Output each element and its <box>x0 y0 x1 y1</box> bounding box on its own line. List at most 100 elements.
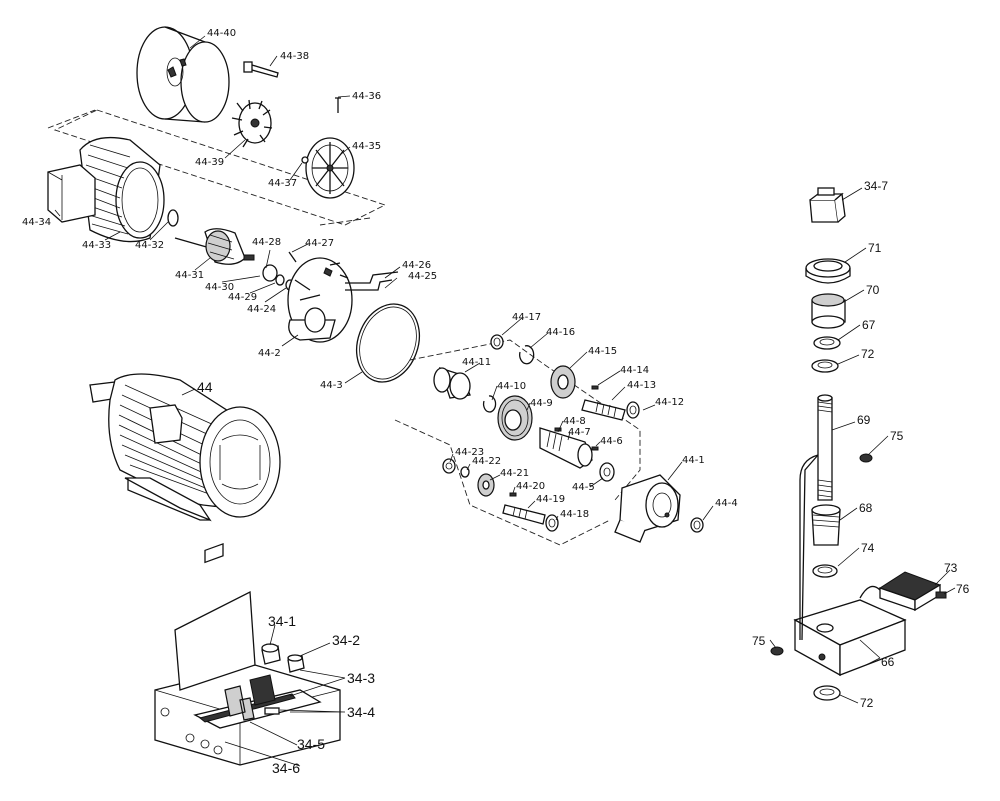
label-44-32: 44-32 <box>135 240 164 251</box>
ring-part <box>805 258 851 284</box>
label-74: 74 <box>861 541 875 555</box>
label-44-7: 44-7 <box>568 427 591 438</box>
gear-part <box>550 365 576 399</box>
screw-part <box>335 97 341 113</box>
bearing-part <box>811 359 839 373</box>
bearing-part <box>490 334 504 350</box>
label-44-21: 44-21 <box>500 468 529 479</box>
label-44-24: 44-24 <box>247 304 276 315</box>
clip-part <box>519 345 535 365</box>
label-44-33: 44-33 <box>82 240 111 251</box>
relay-part <box>287 654 305 673</box>
label-44-4: 44-4 <box>715 498 738 509</box>
label-44-37: 44-37 <box>268 178 297 189</box>
label-34-7: 34-7 <box>864 179 888 193</box>
label-44-17: 44-17 <box>512 312 541 323</box>
label-44-9: 44-9 <box>530 398 553 409</box>
label-34-1: 34-1 <box>268 613 296 629</box>
fan-guard-part <box>301 137 355 199</box>
key-part <box>509 492 517 497</box>
label-44-30: 44-30 <box>205 282 234 293</box>
gear-part <box>497 395 533 441</box>
nut-part <box>811 504 841 546</box>
label-44-13: 44-13 <box>627 380 656 391</box>
label-44-6: 44-6 <box>600 436 623 447</box>
washer-part <box>275 274 285 286</box>
label-44-16: 44-16 <box>546 327 575 338</box>
cap-part <box>809 187 846 223</box>
gear-part <box>477 473 495 497</box>
part-labels: 44-40 44-38 44-36 44-35 44-39 44-37 44-3… <box>22 28 970 776</box>
wire-part <box>345 271 399 291</box>
label-44-10: 44-10 <box>497 381 526 392</box>
key-part <box>591 385 599 390</box>
shaft-part <box>581 399 626 421</box>
knob-part <box>859 453 873 463</box>
gearbox-housing-part <box>614 474 681 543</box>
relay-part <box>261 643 281 665</box>
bearing-part <box>626 401 640 419</box>
connector-part <box>935 591 947 599</box>
label-44-27: 44-27 <box>305 238 334 249</box>
label-44-22: 44-22 <box>472 456 501 467</box>
leader-lines <box>54 35 956 767</box>
label-44-15: 44-15 <box>588 346 617 357</box>
label-66: 66 <box>881 655 895 669</box>
screw-part <box>288 251 297 263</box>
spindle-part <box>817 394 833 501</box>
shaft-part <box>502 504 546 525</box>
key-part <box>591 446 599 451</box>
label-44-26: 44-26 <box>402 260 431 271</box>
end-bell-part <box>287 257 353 343</box>
bolt-part <box>243 61 279 78</box>
control-box-part <box>154 542 341 766</box>
label-34-2: 34-2 <box>332 632 360 648</box>
label-44-38: 44-38 <box>280 51 309 62</box>
label-44-11: 44-11 <box>462 357 491 368</box>
label-44-29: 44-29 <box>228 292 257 303</box>
label-72-bottom: 72 <box>860 696 874 710</box>
label-44-8: 44-8 <box>563 416 586 427</box>
sleeve-part <box>433 366 471 400</box>
label-76: 76 <box>956 582 970 596</box>
label-44-34: 44-34 <box>22 217 51 228</box>
shaft-part <box>539 427 593 469</box>
bearing-part <box>545 514 559 532</box>
label-44-23: 44-23 <box>455 447 484 458</box>
label-44-3: 44-3 <box>320 380 343 391</box>
o-ring-part <box>356 303 420 383</box>
seal-part <box>690 517 704 533</box>
label-44-36: 44-36 <box>352 91 381 102</box>
label-73: 73 <box>944 561 958 575</box>
label-44-5: 44-5 <box>572 482 595 493</box>
label-44-25: 44-25 <box>408 271 437 282</box>
rotor-part <box>174 228 255 265</box>
label-34-4: 34-4 <box>347 704 375 720</box>
circuit-board-part <box>193 674 322 729</box>
bearing-part <box>442 458 456 474</box>
label-69: 69 <box>857 413 871 427</box>
label-70: 70 <box>866 283 880 297</box>
knob-part <box>770 646 784 656</box>
washer-part <box>813 685 841 701</box>
label-44: 44 <box>197 379 213 395</box>
label-71: 71 <box>868 241 882 255</box>
motor-assembly <box>89 373 281 522</box>
label-44-35: 44-35 <box>352 141 381 152</box>
bearing-part <box>599 462 615 482</box>
label-44-12: 44-12 <box>655 397 684 408</box>
label-44-20: 44-20 <box>516 481 545 492</box>
fan-part <box>231 99 273 148</box>
label-67: 67 <box>862 318 876 332</box>
label-72-top: 72 <box>861 347 875 361</box>
label-34-3: 34-3 <box>347 670 375 686</box>
label-75-right: 75 <box>890 429 904 443</box>
bushing-part <box>811 293 846 329</box>
fan-cover-part <box>136 26 230 123</box>
label-75-left: 75 <box>752 634 766 648</box>
label-68: 68 <box>859 501 873 515</box>
bearing-part <box>813 336 841 350</box>
cable-part <box>799 454 881 641</box>
label-44-31: 44-31 <box>175 270 204 281</box>
